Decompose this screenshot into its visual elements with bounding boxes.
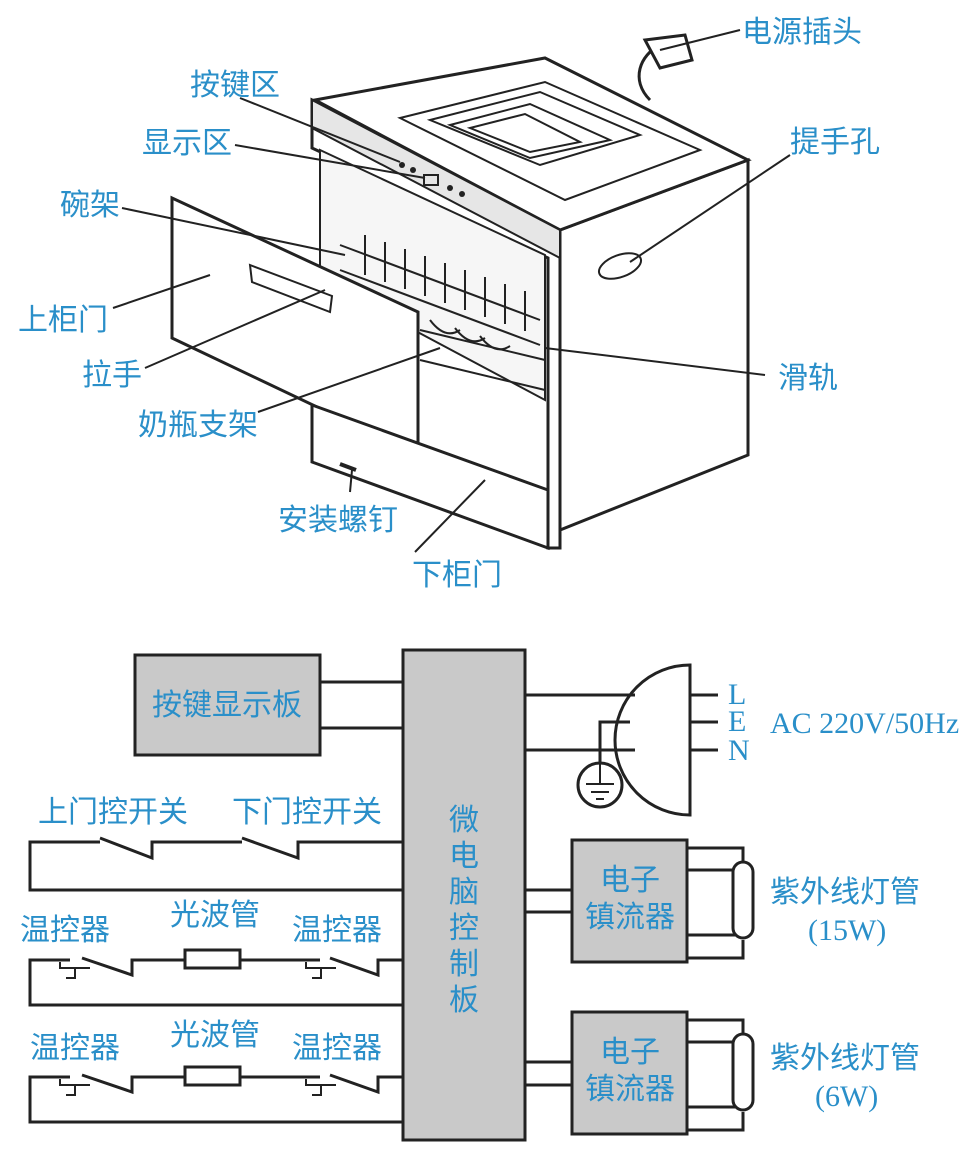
svg-text:微: 微 xyxy=(449,803,479,838)
uv-lamp-1 xyxy=(731,860,755,940)
door-switch-loop xyxy=(28,836,403,892)
install-screw-shape xyxy=(339,462,357,472)
row1-thermostat-right-symbol xyxy=(305,962,336,979)
upper-door-handle-slot xyxy=(248,263,334,314)
label-handle: 拉手 xyxy=(82,358,142,393)
top-ribs xyxy=(397,80,703,202)
label-handle-hole: 提手孔 xyxy=(790,125,880,160)
label-bowl-rack: 碗架 xyxy=(60,188,120,223)
svg-text:控: 控 xyxy=(449,911,479,946)
svg-text:脑: 脑 xyxy=(449,875,479,910)
inner-cavity xyxy=(319,148,546,402)
leader-lines xyxy=(112,29,791,553)
uv-lamp-2 xyxy=(731,1032,755,1112)
ballast-1-line1: 电子 xyxy=(600,863,660,898)
key-display-board xyxy=(133,653,322,757)
row1-left-thermostat-label: 温控器 xyxy=(20,913,110,948)
uv-lamp-1-wires xyxy=(687,846,745,960)
mains-plug-symbol xyxy=(613,663,692,817)
handle-hole-shape xyxy=(597,252,643,280)
row1-lightwave-tube xyxy=(183,948,242,970)
power-plug-shape xyxy=(642,33,694,70)
svg-text:电: 电 xyxy=(449,839,479,874)
row2-lightwave-label: 光波管 xyxy=(170,1018,260,1053)
ballast-2-line1: 电子 xyxy=(600,1035,660,1070)
row1-loop xyxy=(28,956,403,1007)
label-slide-rail: 滑轨 xyxy=(778,361,838,396)
control-strip xyxy=(311,98,561,260)
row2-loop xyxy=(28,1073,403,1124)
key-dot-4 xyxy=(459,191,465,197)
supply-label: AC 220V/50Hz xyxy=(770,707,959,740)
uv-lamp-1-power: (15W) xyxy=(808,914,886,947)
uv-lamp-2-wires xyxy=(687,1018,745,1132)
pin-e-label: E xyxy=(728,705,746,738)
svg-text:制: 制 xyxy=(449,947,479,982)
pin-l-label: L xyxy=(728,678,746,711)
ballast-2-line2: 镇流器 xyxy=(585,1072,675,1107)
label-install-screw: 安装螺钉 xyxy=(278,503,398,538)
row2-left-thermostat-label: 温控器 xyxy=(30,1031,120,1066)
label-lower-door: 下柜门 xyxy=(412,558,502,593)
display-window xyxy=(423,174,439,186)
bowl-rack-shape xyxy=(339,235,541,346)
row2-lightwave-tube xyxy=(183,1065,242,1087)
controller-label: 微 电 脑 控 制 板 xyxy=(449,803,479,1018)
svg-text:板: 板 xyxy=(449,983,479,1018)
lower-door xyxy=(310,402,550,551)
circuit-diagram: 按键显示板 微 电 脑 控 制 板 上门控开关 下门控开关 温控器 光波管 温控… xyxy=(20,648,959,1142)
appliance-drawing: 电源插头 按键区 显示区 碗架 提手孔 上柜门 拉手 滑轨 奶瓶支架 安装螺钉 … xyxy=(18,15,880,593)
row1-lightwave-label: 光波管 xyxy=(170,898,260,933)
controller-board xyxy=(401,648,527,1142)
ballast-2 xyxy=(570,1010,689,1136)
lower-door-switch-label: 下门控开关 xyxy=(232,795,382,830)
row2-right-thermostat-label: 温控器 xyxy=(292,1031,382,1066)
uv-lamp-1-name: 紫外线灯管 xyxy=(770,875,920,910)
bottle-rack-shape xyxy=(419,319,546,391)
label-upper-door: 上柜门 xyxy=(18,303,108,338)
key-display-board-label: 按键显示板 xyxy=(152,688,302,723)
pin-n-label: N xyxy=(728,734,750,767)
uv-lamp-2-name: 紫外线灯管 xyxy=(770,1041,920,1076)
upper-door-switch-label: 上门控开关 xyxy=(38,795,188,830)
key-dot-2 xyxy=(410,167,416,173)
key-dot-3 xyxy=(447,185,453,191)
row2-thermostat-left-symbol xyxy=(59,1079,90,1096)
row1-thermostat-left-symbol xyxy=(59,962,90,979)
row2-thermostat-right-symbol xyxy=(305,1079,336,1096)
label-power-plug: 电源插头 xyxy=(742,15,862,50)
uv-lamp-2-power: (6W) xyxy=(815,1080,878,1113)
label-display-area: 显示区 xyxy=(142,126,232,161)
ballast-1 xyxy=(570,838,689,964)
key-dot-1 xyxy=(399,162,405,168)
row1-right-thermostat-label: 温控器 xyxy=(292,913,382,948)
label-bottle-rack: 奶瓶支架 xyxy=(138,408,258,443)
ballast-1-line2: 镇流器 xyxy=(585,900,675,935)
earth-wire xyxy=(598,720,630,762)
label-keypad-area: 按键区 xyxy=(190,68,280,103)
